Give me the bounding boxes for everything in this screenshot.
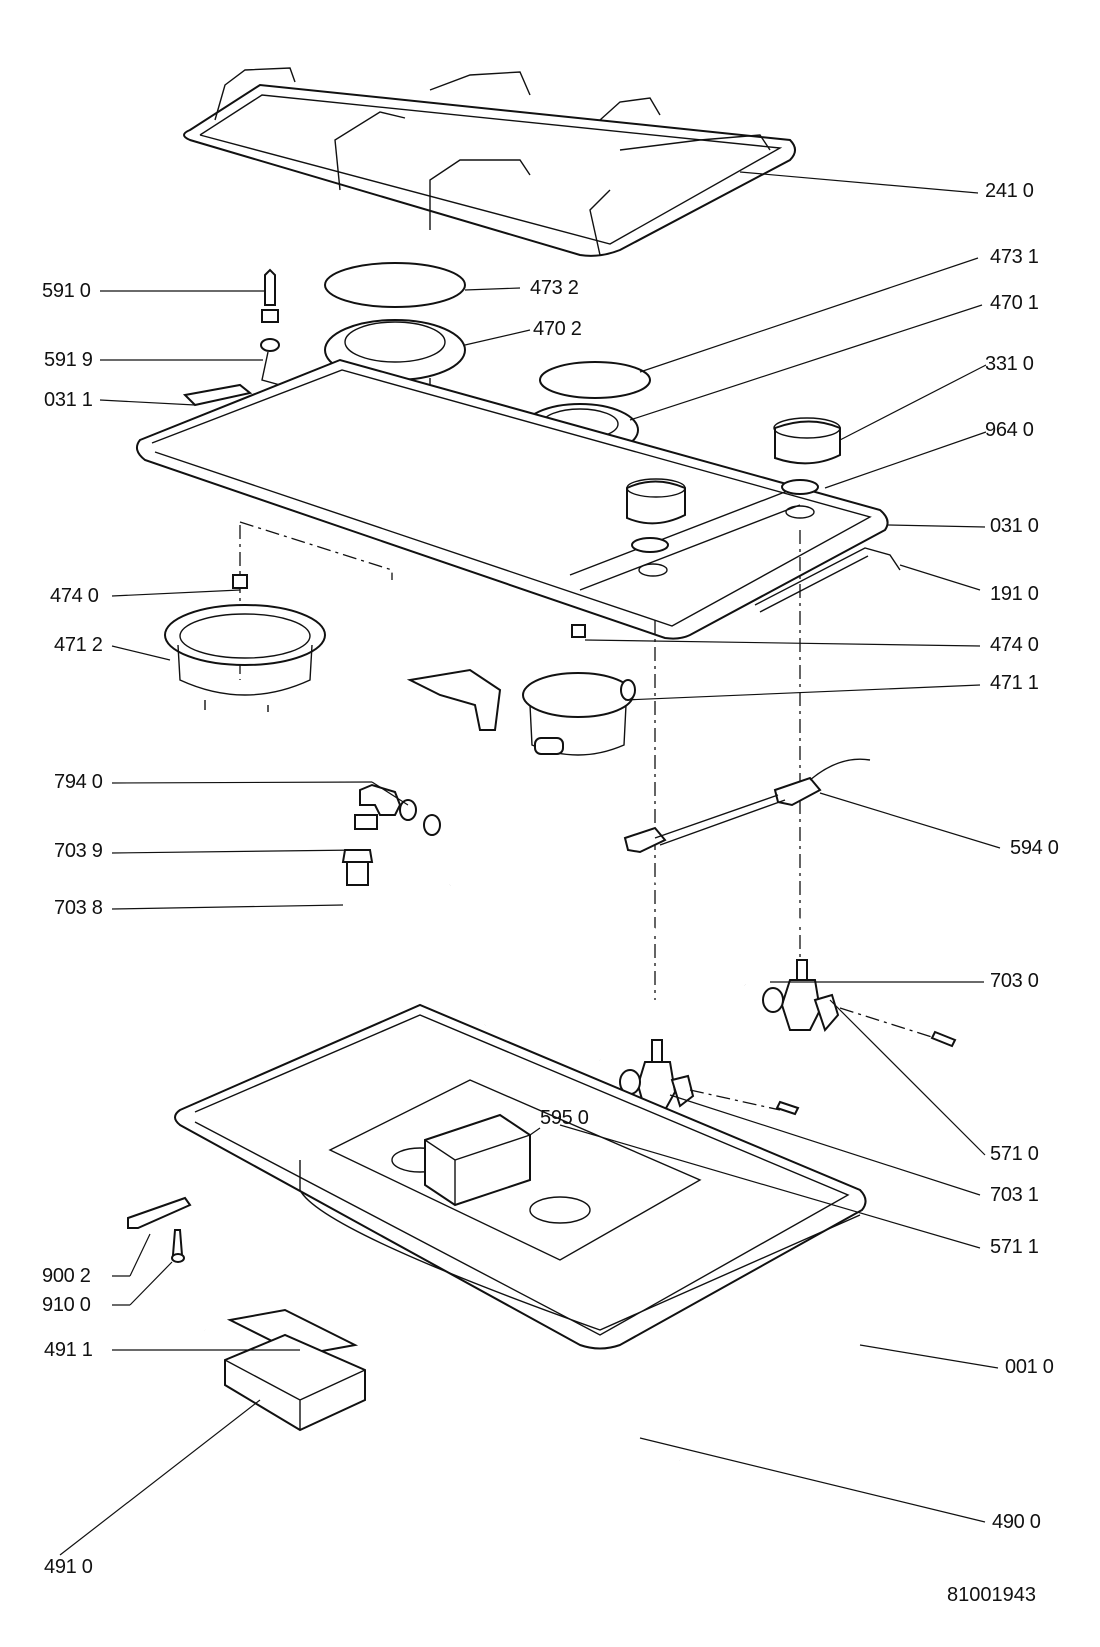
part-label-473-2: 473 2: [530, 277, 579, 299]
bracket: [406, 668, 502, 731]
burner-cap-small: [539, 361, 651, 399]
part-label-491-1: 491 1: [44, 1339, 93, 1361]
part-label-331-0: 331 0: [985, 353, 1034, 375]
part-label-703-1: 703 1: [990, 1184, 1039, 1206]
injector: [232, 574, 248, 589]
hob-clip: [182, 383, 253, 407]
part-label-031-1: 031 1: [44, 389, 93, 411]
leader-lines: [59, 171, 1001, 1556]
part-label-703-0: 703 0: [990, 970, 1039, 992]
microswitch-harness: [623, 758, 871, 854]
part-label-571-1: 571 1: [990, 1236, 1039, 1258]
part-label-474-0-right: 474 0: [990, 634, 1039, 656]
part-label-471-1: 471 1: [990, 672, 1039, 694]
power-cable: [98, 1328, 681, 1494]
part-label-474-0: 474 0: [50, 585, 99, 607]
part-label-594-0: 594 0: [1010, 837, 1059, 859]
control-knob: [626, 417, 841, 525]
seal-washer: [399, 799, 417, 821]
part-label-900-2: 900 2: [42, 1265, 91, 1287]
ignition-electrode: [260, 268, 281, 386]
part-label-910-0: 910 0: [42, 1294, 91, 1316]
part-label-470-1: 470 1: [990, 292, 1039, 314]
part-label-591-9: 591 9: [44, 349, 93, 371]
spark-generator: [424, 1113, 531, 1207]
part-label-001-0: 001 0: [1005, 1356, 1054, 1378]
elbow-fitting: [359, 783, 402, 816]
screw: [171, 1229, 184, 1256]
part-label-490-0: 490 0: [992, 1511, 1041, 1533]
knob-seal: [781, 479, 819, 495]
part-label-571-0: 571 0: [990, 1143, 1039, 1165]
seal-washer: [423, 814, 441, 836]
part-label-591-0: 591 0: [42, 280, 91, 302]
part-label-191-0: 191 0: [990, 583, 1039, 605]
injector: [571, 624, 586, 638]
hob-top: [135, 358, 889, 640]
burner-cap-large: [324, 262, 466, 308]
part-label-473-1: 473 1: [990, 246, 1039, 268]
knob-seal: [631, 537, 669, 553]
part-label-964-0: 964 0: [985, 419, 1034, 441]
gasket: [754, 547, 901, 613]
connector-nipple: [341, 849, 374, 886]
part-label-703-8: 703 8: [54, 897, 103, 919]
terminal-block: [224, 1333, 366, 1432]
part-label-491-0: 491 0: [44, 1556, 93, 1578]
part-label-470-2: 470 2: [533, 318, 582, 340]
burner-cup-small: [522, 672, 636, 756]
burner-cup-large: [164, 604, 326, 712]
fixing-bracket: [127, 1196, 192, 1229]
elbow-fitting-thread: [354, 814, 378, 830]
part-label-595-0: 595 0: [540, 1107, 589, 1129]
part-label-794-0: 794 0: [54, 771, 103, 793]
part-label-241-0: 241 0: [985, 180, 1034, 202]
part-label-471-2: 471 2: [54, 634, 103, 656]
drawing-reference-number: 81001943: [947, 1584, 1036, 1606]
screw: [775, 1030, 957, 1116]
pan-support-grid: [183, 67, 796, 257]
part-label-703-9: 703 9: [54, 840, 103, 862]
part-label-031-0: 031 0: [990, 515, 1039, 537]
gas-tap: [619, 959, 840, 1111]
